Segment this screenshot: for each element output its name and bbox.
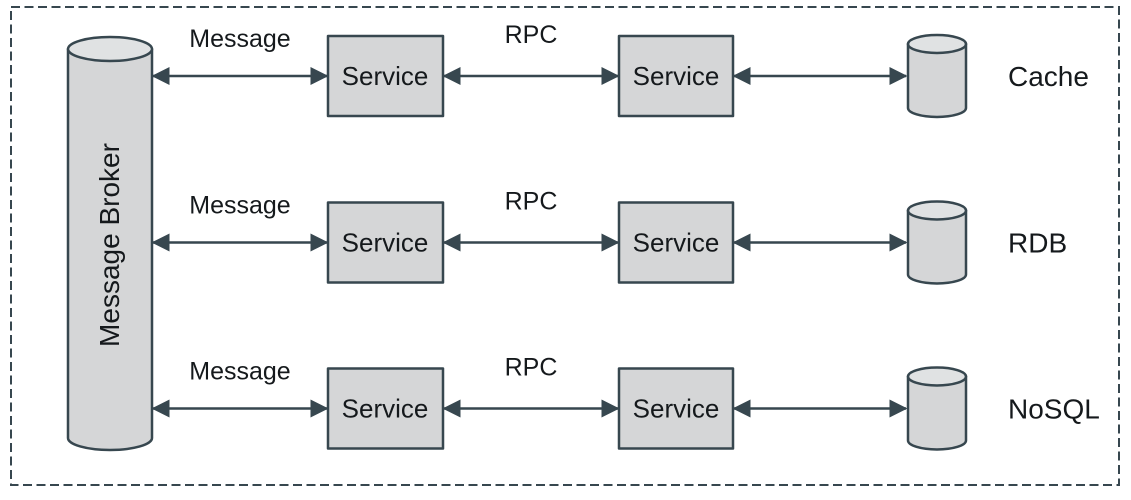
- service-box-left: [326, 201, 445, 284]
- service-box-left-label: Service: [342, 61, 429, 91]
- database-cylinder-body: [906, 209, 968, 285]
- service-box-left-label: Service: [342, 394, 429, 424]
- system-boundary-border: [10, 6, 1120, 486]
- service-box-right-label: Service: [633, 61, 720, 91]
- datastore-label: Cache: [1008, 61, 1089, 92]
- datastore-label: RDB: [1008, 228, 1067, 259]
- pipeline-row-rdb: Message Service RPC Service RDB: [151, 188, 1067, 285]
- message-broker-label: Message Broker: [94, 143, 125, 347]
- database-cylinder-body: [906, 42, 968, 119]
- datastore-label: NoSQL: [1008, 394, 1100, 425]
- pipeline-row-cache: Message Service RPC Service Cache: [151, 21, 1089, 119]
- message-broker: Message Broker: [66, 35, 154, 452]
- service-box-right-label: Service: [633, 228, 720, 258]
- message-broker-cylinder-top: [66, 35, 154, 63]
- service-box-right-label: Service: [633, 394, 720, 424]
- message-arrow-label: Message: [189, 25, 290, 53]
- service-box-right: [617, 367, 735, 450]
- message-arrow-label: Message: [189, 192, 290, 220]
- message-arrow-label: Message: [189, 358, 290, 386]
- service-box-left: [326, 367, 445, 450]
- database-cylinder-top: [906, 366, 968, 387]
- rpc-arrow-label: RPC: [505, 354, 558, 382]
- rpc-arrow-label: RPC: [505, 188, 558, 216]
- service-box-right: [617, 201, 735, 284]
- database-cylinder-top: [906, 33, 968, 55]
- service-box-left-label: Service: [342, 228, 429, 258]
- pipeline-row-nosql: Message Service RPC Service NoSQL: [151, 354, 1100, 451]
- database-cylinder-body: [906, 375, 968, 451]
- message-broker-cylinder-body: [66, 47, 154, 452]
- rpc-arrow-label: RPC: [505, 21, 558, 49]
- database-cylinder-top: [906, 200, 968, 221]
- service-box-left: [326, 34, 445, 118]
